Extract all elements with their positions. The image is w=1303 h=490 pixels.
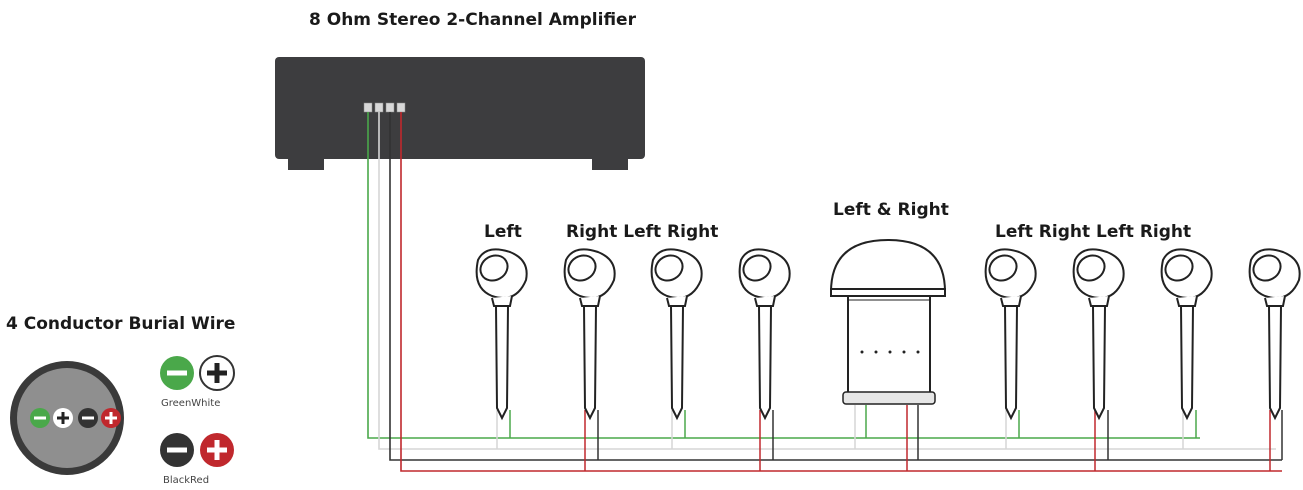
white-wire bbox=[378, 112, 1276, 450]
black-wire bbox=[389, 112, 1282, 461]
spot-speaker-3 bbox=[649, 248, 703, 419]
speaker-label-group1: Right Left Right bbox=[566, 222, 719, 242]
wire-title: 4 Conductor Burial Wire bbox=[6, 314, 236, 334]
speaker-label-group2: Left Right Left Right bbox=[995, 222, 1192, 242]
speaker-label-left: Left bbox=[484, 222, 522, 242]
wire-bus bbox=[367, 112, 1282, 472]
speaker-drops bbox=[496, 405, 1283, 471]
amplifier bbox=[275, 57, 645, 170]
black-minus-icon bbox=[160, 433, 194, 467]
spot-speaker-7 bbox=[1071, 248, 1125, 419]
pair2-label: BlackRed bbox=[163, 475, 210, 486]
spot-speaker-1 bbox=[474, 248, 528, 419]
spot-speaker-2 bbox=[562, 248, 616, 419]
green-wire bbox=[367, 112, 1200, 439]
spot-speaker-9 bbox=[1247, 248, 1301, 419]
green-minus-icon bbox=[160, 356, 194, 390]
red-wire bbox=[400, 112, 1282, 472]
amp-terminals bbox=[363, 102, 406, 113]
spot-speaker-4 bbox=[737, 248, 791, 419]
speaker-label-center: Left & Right bbox=[833, 200, 949, 220]
red-plus-icon bbox=[200, 433, 234, 467]
pair1-label: GreenWhite bbox=[161, 398, 221, 409]
white-plus-icon bbox=[199, 355, 235, 391]
wire-cross-section bbox=[10, 361, 124, 475]
amplifier-title: 8 Ohm Stereo 2-Channel Amplifier bbox=[309, 10, 636, 30]
spot-speaker-6 bbox=[983, 248, 1037, 419]
spot-speaker-8 bbox=[1159, 248, 1213, 419]
center-speaker bbox=[829, 238, 947, 405]
